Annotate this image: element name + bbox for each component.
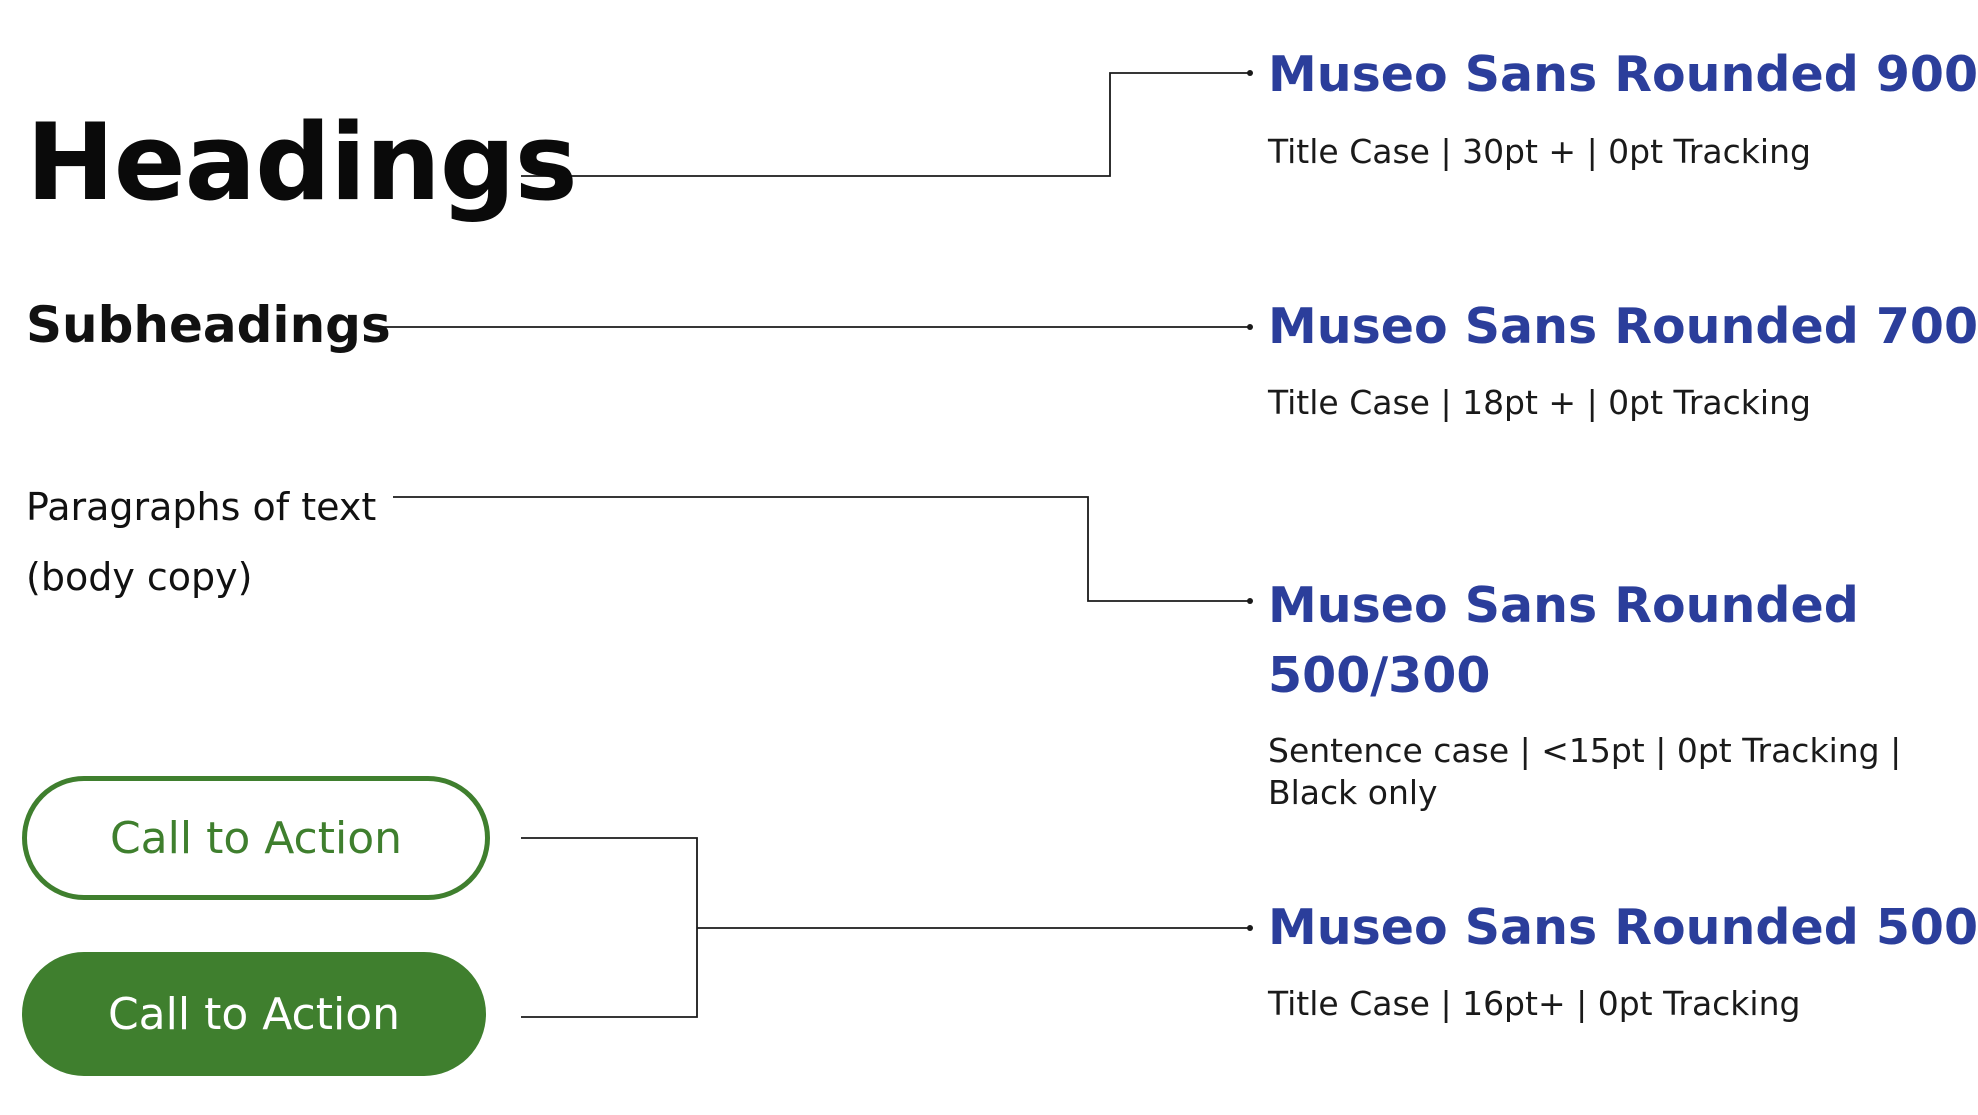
subheading-spec-desc: Title Case | 18pt + | 0pt Tracking (1268, 383, 1811, 422)
body-spec-title: Museo Sans Rounded 500/300 (1268, 571, 1859, 711)
cta-outline-button[interactable]: Call to Action (22, 776, 490, 900)
cta-outline-label: Call to Action (109, 812, 403, 864)
heading-spec-desc: Title Case | 30pt + | 0pt Tracking (1268, 132, 1811, 171)
body-spec-desc-line-1: Sentence case | <15pt | 0pt Tracking | (1268, 731, 1902, 770)
subheading-spec-title: Museo Sans Rounded 700 (1268, 298, 1978, 355)
body-spec-title-line-1: Museo Sans Rounded (1268, 577, 1859, 634)
body-spec-desc: Sentence case | <15pt | 0pt Tracking | B… (1268, 730, 1901, 814)
body-connector (393, 496, 1250, 602)
subheading-connector-dot (1247, 324, 1253, 330)
cta-connector-dot (1247, 925, 1253, 931)
cta-spec-title: Museo Sans Rounded 500 (1268, 899, 1978, 956)
heading-spec-title: Museo Sans Rounded 900 (1268, 46, 1978, 103)
heading-connector-dot (1247, 70, 1253, 76)
typography-guide: Headings Subheadings Paragraphs of text … (22, 46, 1978, 1076)
body-spec-desc-line-2: Black only (1268, 773, 1438, 812)
cta-filled-label: Call to Action (107, 988, 401, 1040)
heading-sample: Headings (26, 101, 578, 224)
heading-connector (521, 72, 1250, 177)
subheading-sample: Subheadings (26, 296, 391, 354)
body-spec-title-line-2: 500/300 (1268, 647, 1491, 704)
body-copy-sample: Paragraphs of text (body copy) (26, 472, 376, 612)
body-copy-line-2: (body copy) (26, 555, 253, 599)
cta-spec-desc: Title Case | 16pt+ | 0pt Tracking (1268, 984, 1801, 1023)
body-connector-dot (1247, 598, 1253, 604)
cta-filled-button[interactable]: Call to Action (22, 952, 486, 1076)
body-copy-line-1: Paragraphs of text (26, 485, 377, 529)
cta-outline-connector (521, 837, 698, 1018)
